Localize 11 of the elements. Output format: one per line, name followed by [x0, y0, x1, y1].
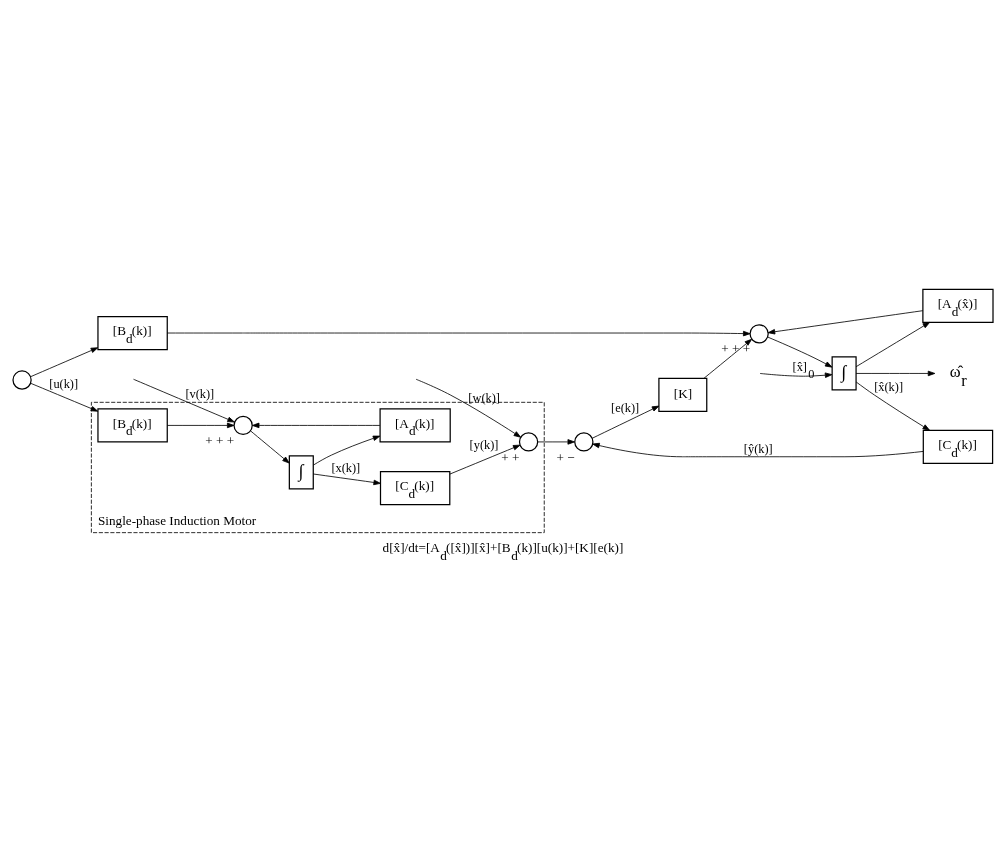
- node-label: + +: [500, 449, 520, 465]
- edge-label: [x(k)]: [330, 461, 360, 476]
- node-label: + −: [556, 449, 575, 465]
- edge-label: [v(k)]: [184, 387, 214, 402]
- edge-label: [u(k)]: [48, 377, 78, 392]
- edge-label: [x̂(k)]: [873, 379, 903, 394]
- edge-label: [ŷ(k)]: [743, 441, 773, 456]
- edge-label: [y(k)]: [469, 438, 498, 453]
- node-label: + + +: [720, 341, 750, 357]
- node-label: + + +: [204, 433, 234, 449]
- edge-label: [e(k)]: [610, 401, 639, 416]
